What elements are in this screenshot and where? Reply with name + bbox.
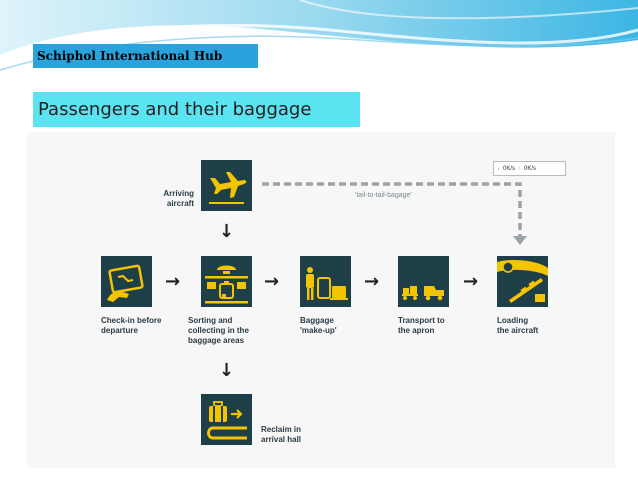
down-flow-arrow: ↓ (219, 221, 235, 242)
makeup-label: Baggage 'make-up' (300, 316, 337, 336)
transport-tile (398, 256, 449, 307)
boarding-pass-icon (107, 264, 144, 302)
sorting-label-line1: Sorting and (188, 316, 233, 325)
section-tag: Schiphol International Hub (33, 44, 258, 68)
tail-to-tail-label: 'tail-to-tail-bagage' (355, 192, 412, 199)
checkin-label-line2: departure (101, 326, 138, 335)
up-speed-value: 0K/s (524, 165, 537, 172)
down-flow-arrow: ↓ (219, 360, 235, 381)
arriving-label-line2: aircraft (166, 199, 194, 208)
right-flow-arrow: → (364, 271, 380, 292)
transport-label-line1: Transport to (398, 316, 445, 325)
reclaim-label-line1: Reclaim in (261, 425, 302, 434)
speed-legend: ↓ 0K/s ↑ 0K/s (493, 161, 566, 176)
sorting-tile (201, 256, 252, 307)
reclaim-label-line2: arrival hall (261, 435, 302, 444)
checkin-tile (101, 256, 152, 307)
slide-title-bar: Passengers and their baggage (33, 92, 360, 127)
aircraft-loading-icon (497, 260, 548, 303)
reclaim-tile (201, 394, 252, 445)
down-speed-value: 0K/s (503, 165, 516, 172)
arriving-aircraft-label: Arriving aircraft (158, 189, 194, 209)
loading-label-line2: the aircraft (497, 326, 539, 335)
right-flow-arrow: → (165, 271, 181, 292)
right-flow-arrow: → (264, 271, 280, 292)
sorting-label-line2: collecting in the (188, 326, 249, 335)
baggage-makeup-icon (306, 267, 348, 300)
loading-label-line1: Loading (497, 316, 529, 325)
slide-title: Passengers and their baggage (38, 99, 312, 120)
section-tag-text: Schiphol International Hub (37, 49, 223, 63)
checkin-label: Check-in before departure (101, 316, 161, 336)
checkin-label-line1: Check-in before (101, 316, 162, 325)
loading-tile (497, 256, 548, 307)
makeup-label-line1: Baggage (300, 316, 334, 325)
makeup-label-line2: 'make-up' (300, 326, 337, 335)
airplane-landing-icon (209, 172, 247, 204)
down-arrow-icon: ↓ (497, 165, 500, 172)
reclaim-label: Reclaim in arrival hall (261, 425, 301, 445)
transport-label-line2: the apron (398, 326, 435, 335)
makeup-tile (300, 256, 351, 307)
arriving-aircraft-tile (201, 160, 252, 211)
sorting-label-line3: baggage areas (188, 336, 245, 345)
arriving-label-line1: Arriving (163, 189, 194, 198)
transport-label: Transport to the apron (398, 316, 445, 336)
baggage-sorting-icon (205, 265, 248, 304)
right-flow-arrow: → (463, 271, 479, 292)
header-wave-decoration (0, 0, 638, 80)
sorting-label: Sorting and collecting in the baggage ar… (188, 316, 249, 346)
up-arrow-icon: ↑ (518, 165, 522, 172)
baggage-reclaim-icon (207, 401, 247, 440)
baggage-cart-icon (402, 286, 444, 301)
loading-label: Loading the aircraft (497, 316, 538, 336)
